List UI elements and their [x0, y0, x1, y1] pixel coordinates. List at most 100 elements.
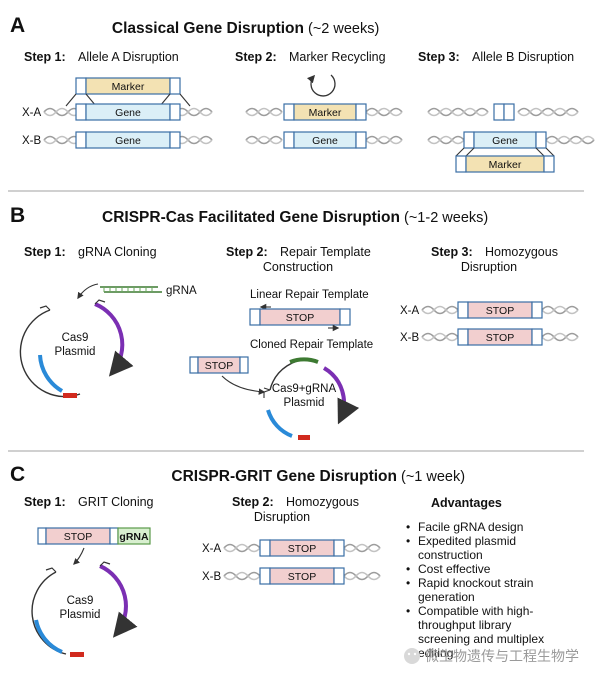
panel-b-duration: (~1-2 weeks) [404, 210, 488, 226]
promoter-segment [266, 409, 293, 438]
stop-label: STOP [205, 360, 233, 372]
flank-box [493, 103, 505, 121]
recombination-line [65, 93, 77, 107]
cloned-template-label: Cloned Repair Template [250, 339, 373, 351]
stop-label: STOP [286, 312, 314, 324]
panel-b-step3-label: Step 3: [431, 245, 473, 259]
flank-box [457, 328, 469, 346]
allele-a-label: X-A [400, 305, 420, 317]
allele-b-label: X-B [400, 332, 420, 344]
recombination-line [465, 147, 475, 157]
origin-segment [70, 652, 84, 657]
panel-a-step3-text: Allele B Disruption [472, 50, 574, 64]
cas9-grna-label-2: Plasmid [284, 397, 325, 409]
stop-label: STOP [64, 531, 92, 543]
advantage-item: Facile gRNA design [418, 520, 523, 534]
advantage-item: screening and multiplex [418, 632, 544, 646]
flank-box [355, 103, 367, 121]
panel-b: B CRISPR-Cas Facilitated Gene Disruption… [10, 204, 579, 440]
dna-helix [245, 107, 403, 117]
panel-a: A Classical Gene Disruption (~2 weeks) S… [10, 14, 595, 173]
a-step2-diagram: Marker Gene [245, 74, 403, 149]
allele-a-label: X-A [202, 543, 222, 555]
flank-box [503, 103, 515, 121]
panel-c-letter: C [10, 463, 25, 486]
bullet-icon: • [406, 604, 410, 618]
flank-box [333, 567, 345, 585]
flank-box [463, 131, 475, 149]
dna-helix [43, 135, 213, 145]
grna-oligo-icon [100, 286, 162, 293]
insertion-arrow [77, 283, 99, 300]
b-cloned-template: STOP Cas9+gRNA Plasmid [189, 356, 360, 440]
flank-box [169, 77, 181, 95]
panel-a-duration: (~2 weeks) [308, 21, 379, 37]
flank-box [75, 77, 87, 95]
flank-box [455, 155, 467, 173]
gene-label: Gene [492, 135, 518, 147]
panel-c-step2-text-2: Disruption [254, 510, 310, 524]
stop-label: STOP [288, 543, 316, 555]
panel-a-letter: A [10, 14, 25, 37]
advantage-item: generation [418, 590, 475, 604]
dna-helix [223, 571, 381, 581]
flank-box [239, 356, 249, 374]
bullet-icon: • [406, 520, 410, 534]
flank-box [355, 131, 367, 149]
wechat-icon [404, 648, 420, 664]
gene-label: Gene [115, 135, 141, 147]
b-cas9-plasmid: Cas9 Plasmid gRNA [19, 283, 197, 398]
dna-helix [427, 107, 579, 117]
cas9-gene-segment [99, 564, 138, 638]
b-step3-diagram: X-A STOP X-B STOP [400, 301, 579, 346]
marker-label: Marker [112, 81, 145, 93]
marker-label: Marker [489, 159, 522, 171]
panel-a-step2-label: Step 2: [235, 50, 277, 64]
flank-box [531, 301, 543, 319]
stop-label: STOP [486, 332, 514, 344]
recombination-line [535, 147, 545, 157]
advantage-item: construction [418, 548, 483, 562]
advantage-item: Rapid knockout strain [418, 576, 533, 590]
flank-box [75, 131, 87, 149]
advantages-list: Advantages •Facile gRNA design•Expedited… [406, 496, 544, 660]
grna-label: gRNA [166, 285, 197, 297]
flank-box [37, 527, 47, 545]
flank-box [259, 567, 271, 585]
flank-box [189, 356, 199, 374]
dna-helix [245, 135, 403, 145]
flank-box [259, 539, 271, 557]
recombination-line [545, 147, 555, 157]
insertion-arrow [221, 375, 266, 395]
promoter-segment [38, 354, 64, 393]
panel-c-step2-text-1: Homozygous [286, 495, 359, 509]
plasmid-label-2: Plasmid [60, 609, 101, 621]
allele-a-label: X-A [22, 107, 42, 119]
panel-b-step3-text-2: Disruption [461, 260, 517, 274]
advantages-items: •Facile gRNA design•Expedited plasmidcon… [406, 520, 544, 660]
grna-label: gRNA [119, 531, 149, 543]
panel-c: C CRISPR-GRIT Gene Disruption (~1 week) … [10, 463, 544, 660]
origin-segment [298, 435, 310, 440]
recombination-line [455, 147, 465, 157]
bullet-icon: • [406, 534, 410, 548]
marker-label: Marker [309, 107, 342, 119]
bullet-icon: • [406, 562, 410, 576]
panel-c-step2-label: Step 2: [232, 495, 274, 509]
plasmid-backbone [19, 309, 81, 398]
panel-b-step1-label: Step 1: [24, 245, 66, 259]
flank-box [333, 539, 345, 557]
dna-helix [223, 543, 381, 553]
allele-b-label: X-B [202, 571, 222, 583]
cas9-gene-segment [94, 302, 134, 377]
linear-template-label: Linear Repair Template [250, 289, 369, 301]
flank-box [75, 103, 87, 121]
panel-b-step2-text-1: Repair Template [280, 245, 371, 259]
advantage-item: throughput library [418, 618, 511, 632]
grit-cassette: STOP gRNA [37, 527, 151, 565]
flank-box [457, 301, 469, 319]
panel-b-step2-text-2: Construction [263, 260, 333, 274]
b-linear-template: Linear Repair Template STOP Cloned Repai… [249, 289, 373, 351]
cut-site-icon [39, 299, 106, 311]
